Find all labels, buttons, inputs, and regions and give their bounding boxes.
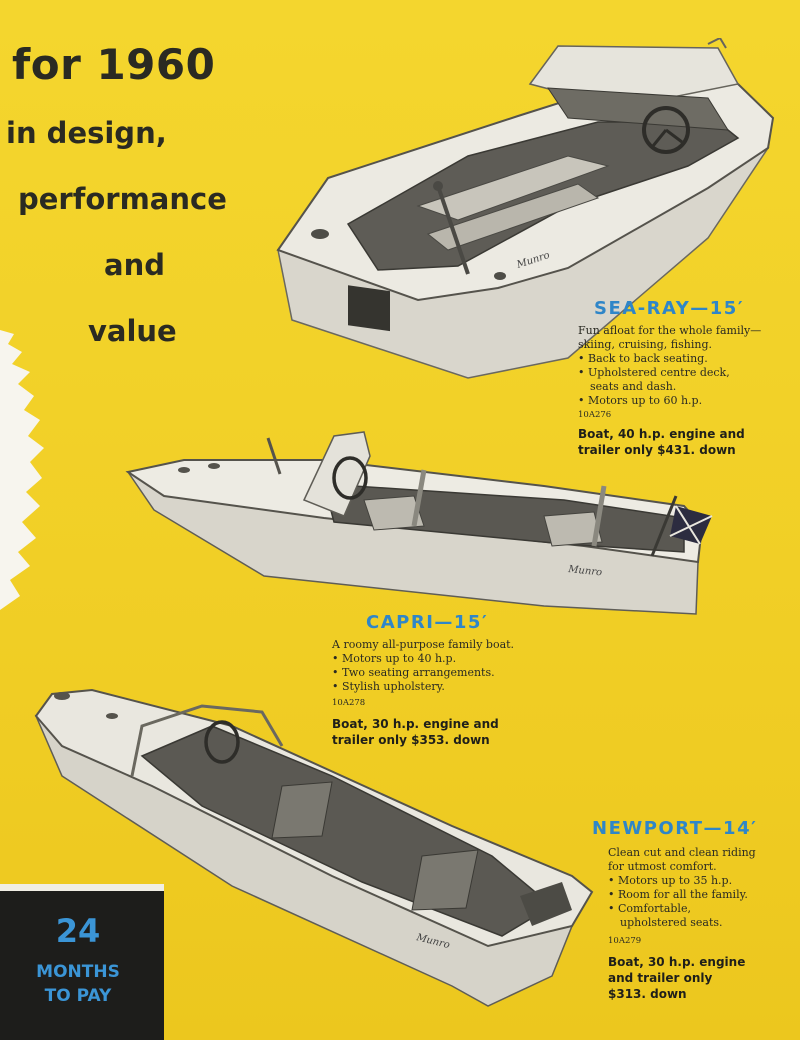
newport-price-line: $313. down [608, 987, 687, 1001]
newport-desc-line: • Room for all the family. [608, 888, 748, 901]
sea-ray-desc-line: seats and dash. [590, 380, 677, 393]
newport-catalog-code: 10A279 [608, 936, 642, 946]
payment-terms-text: MONTHS TO PAY [0, 960, 156, 1008]
capri-price-line: Boat, 30 h.p. engine and [332, 717, 499, 731]
newport-boat-image: Munro [34, 688, 594, 1007]
capri-price-line: trailer only $353. down [332, 733, 490, 747]
payment-to-pay-label: TO PAY [44, 986, 112, 1006]
sea-ray-desc-line: • Back to back seating. [578, 352, 708, 365]
sea-ray-desc-line: • Motors up to 60 h.p. [578, 394, 703, 407]
sea-ray-boat-image: Munro [276, 38, 775, 379]
payment-box-stripe [0, 884, 164, 891]
capri-desc-line: • Stylish upholstery. [332, 680, 445, 693]
capri-brand-mark: Munro [567, 564, 603, 579]
headline-year: for 1960 [12, 40, 216, 89]
payment-terms-box [0, 884, 164, 1040]
headline-value: value [88, 314, 177, 348]
payment-months-label: MONTHS [36, 962, 120, 982]
capri-description: A roomy all-purpose family boat. • Motor… [332, 638, 514, 694]
sea-ray-desc-line: skiing, cruising, fishing. [578, 338, 712, 351]
capri-catalog-code: 10A278 [332, 698, 366, 708]
newport-price-line: and trailer only [608, 971, 713, 985]
newport-model-title: NEWPORT—14′ [592, 818, 758, 839]
capri-model-title: CAPRI—15′ [366, 612, 489, 633]
sea-ray-price: Boat, 40 h.p. engine and trailer only $4… [578, 426, 745, 458]
sea-ray-price-line: trailer only $431. down [578, 443, 736, 457]
sea-ray-desc-line: Fun afloat for the whole family— [578, 324, 762, 337]
payment-months-number: 24 [55, 912, 101, 950]
newport-desc-line: for utmost comfort. [608, 860, 717, 873]
headline-and: and [104, 248, 165, 282]
newport-desc-line: • Motors up to 35 h.p. [608, 874, 733, 887]
sea-ray-description: Fun afloat for the whole family— skiing,… [578, 324, 761, 408]
headline-performance: performance [18, 182, 227, 216]
capri-desc-line: • Motors up to 40 h.p. [332, 652, 457, 665]
sea-ray-desc-line: • Upholstered centre deck, [578, 366, 730, 379]
newport-desc-line: upholstered seats. [620, 916, 723, 929]
sea-ray-model-title: SEA-RAY—15′ [594, 298, 745, 319]
capri-price: Boat, 30 h.p. engine and trailer only $3… [332, 716, 499, 748]
newport-price-line: Boat, 30 h.p. engine [608, 955, 746, 969]
newport-description: Clean cut and clean riding for utmost co… [608, 846, 756, 930]
capri-boat-image: Munro [125, 431, 713, 615]
newport-desc-line: Clean cut and clean riding [608, 846, 756, 859]
newport-desc-line: • Comfortable, [608, 902, 691, 915]
capri-desc-line: • Two seating arrangements. [332, 666, 495, 679]
headline-design: in design, [6, 116, 167, 150]
sea-ray-catalog-code: 10A276 [578, 410, 612, 420]
sea-ray-price-line: Boat, 40 h.p. engine and [578, 427, 745, 441]
capri-desc-line: A roomy all-purpose family boat. [332, 638, 515, 651]
newport-price: Boat, 30 h.p. engine and trailer only $3… [608, 954, 745, 1002]
torn-edge [0, 330, 44, 610]
